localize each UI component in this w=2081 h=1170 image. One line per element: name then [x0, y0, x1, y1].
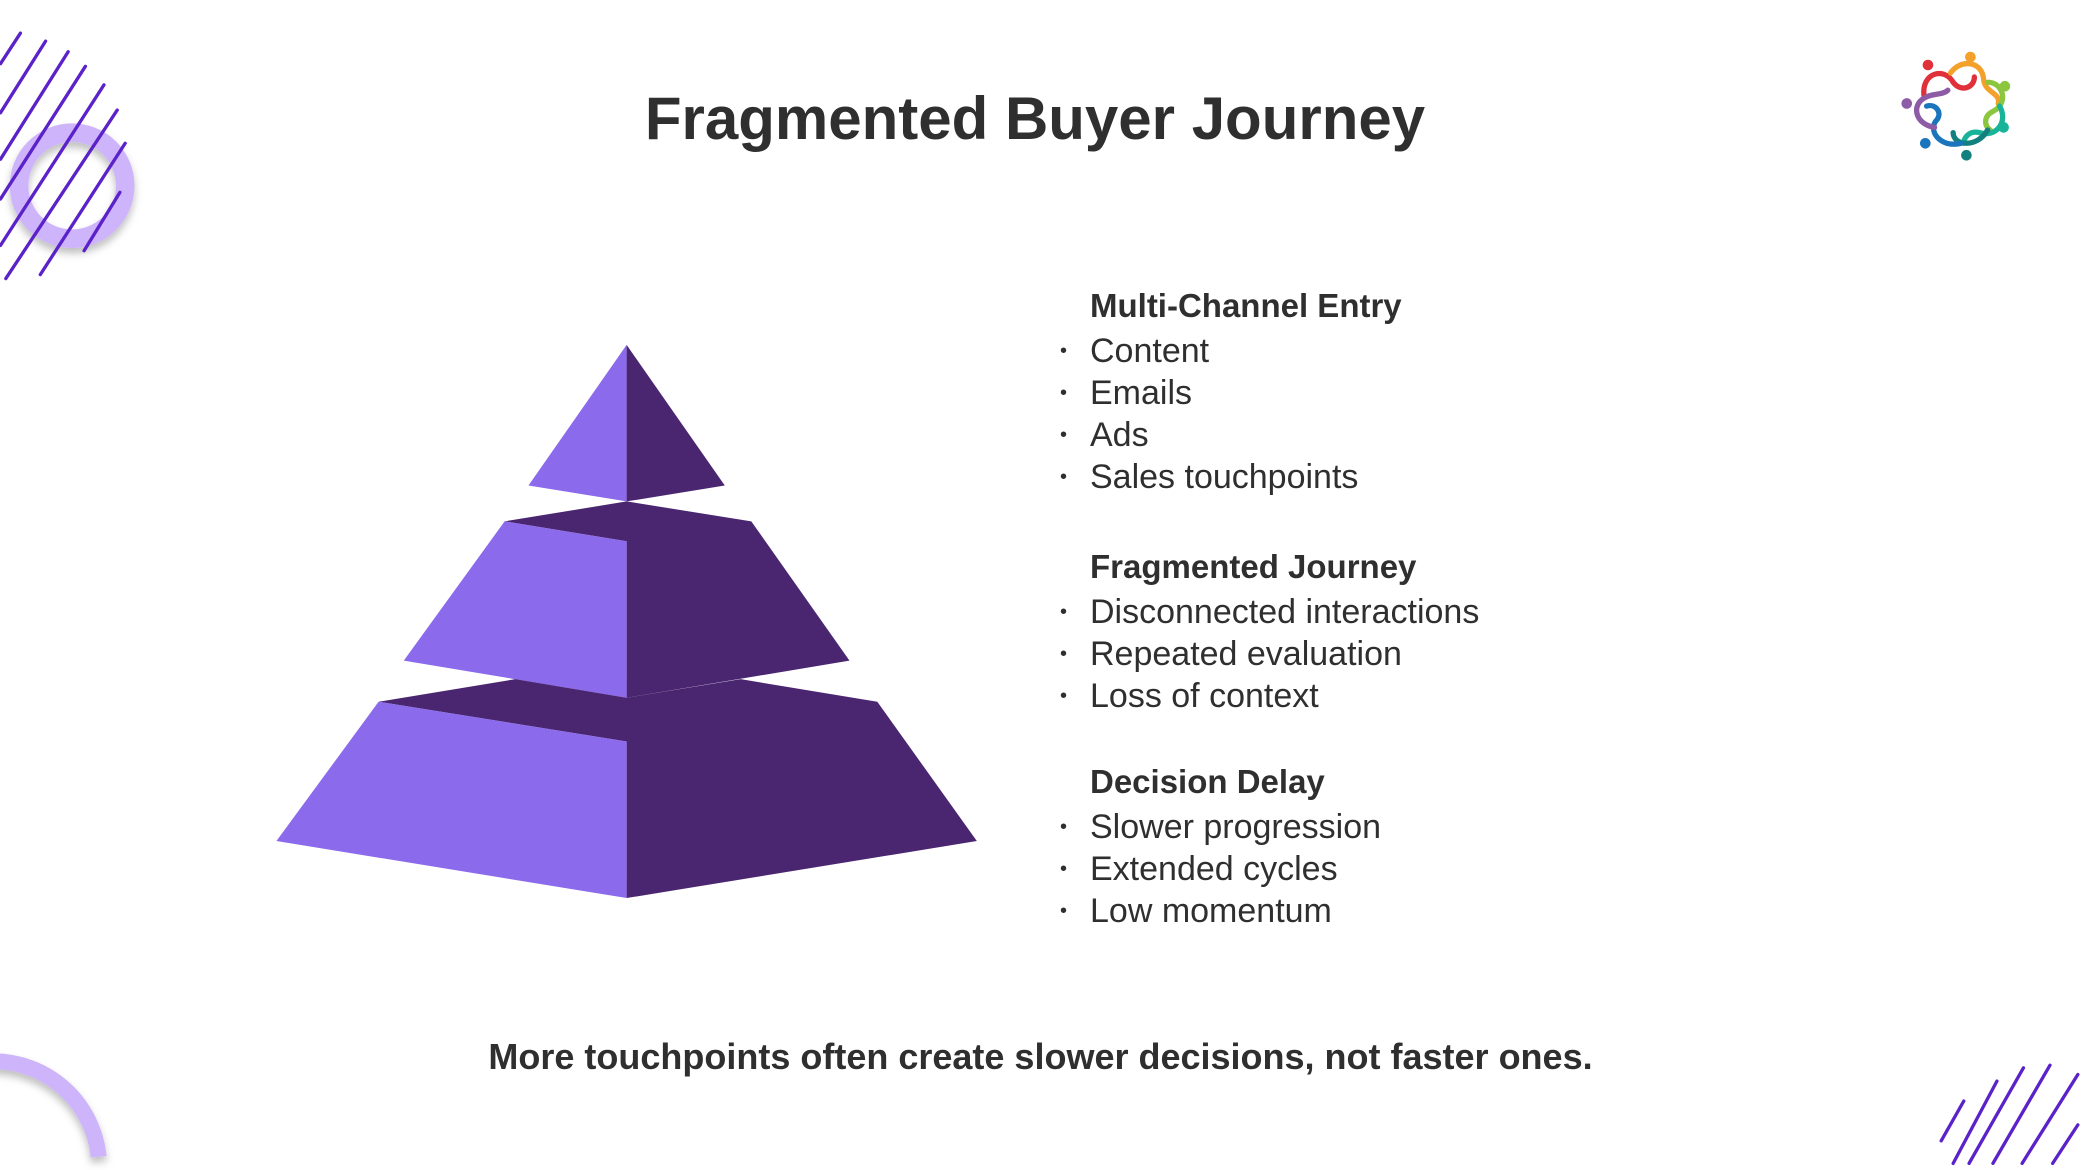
- pyramid-top-left-face: [528, 344, 627, 502]
- item-text: Low momentum: [1090, 892, 1332, 930]
- item-text: Repeated evaluation: [1090, 635, 1402, 673]
- item-text: Ads: [1090, 416, 1149, 454]
- bullet-icon: •: [1060, 424, 1068, 446]
- footer-tagline: More touchpoints often create slower dec…: [488, 1036, 1593, 1077]
- section-multi-channel-entry: Multi-Channel Entry • Content • Emails • Ad…: [1060, 282, 1402, 498]
- pyramid-top-right-face: [626, 344, 725, 502]
- section-decision-delay: Decision Delay • Slower progression • Exte…: [1060, 758, 1381, 932]
- bottom-left-decoration: [0, 1053, 107, 1158]
- pyramid-bottom-dark: [378, 679, 977, 899]
- list-item: • Emails: [1060, 372, 1402, 414]
- bullet-icon: •: [1060, 643, 1068, 665]
- list-item: • Slower progression: [1060, 806, 1381, 848]
- list-item: • Repeated evaluation: [1060, 633, 1479, 675]
- section-heading: Multi-Channel Entry: [1090, 287, 1402, 324]
- item-text: Emails: [1090, 374, 1193, 412]
- item-text: Sales touchpoints: [1090, 458, 1359, 496]
- bullet-icon: •: [1060, 382, 1068, 404]
- item-text: Disconnected interactions: [1090, 593, 1480, 631]
- section-fragmented-journey: Fragmented Journey • Disconnected interac…: [1060, 543, 1479, 717]
- list-item: • Extended cycles: [1060, 848, 1381, 890]
- list-item: • Low momentum: [1060, 890, 1381, 932]
- item-text: Content: [1090, 332, 1210, 370]
- list-item: • Ads: [1060, 414, 1402, 456]
- bullet-icon: •: [1060, 816, 1068, 838]
- slide-title: Fragmented Buyer Journey: [644, 85, 1426, 152]
- pyramid-middle-left-face: [403, 521, 627, 698]
- item-text: Loss of context: [1090, 677, 1319, 715]
- item-text: Slower progression: [1090, 808, 1382, 846]
- bullet-icon: •: [1060, 858, 1068, 880]
- pyramid: [276, 344, 977, 899]
- bullet-icon: •: [1060, 466, 1068, 488]
- bullet-icon: •: [1060, 601, 1068, 623]
- logo: [1901, 51, 2011, 161]
- bullet-icon: •: [1060, 900, 1068, 922]
- section-heading: Decision Delay: [1090, 763, 1325, 800]
- bottom-right-decoration: [1939, 1063, 2080, 1166]
- list-item: • Sales touchpoints: [1060, 456, 1402, 498]
- top-left-decoration: [0, 31, 135, 281]
- bullet-icon: •: [1060, 340, 1068, 362]
- pyramid-bottom-left-face: [276, 701, 627, 899]
- section-heading: Fragmented Journey: [1090, 548, 1417, 585]
- list-item: • Loss of context: [1060, 675, 1479, 717]
- bullet-icon: •: [1060, 685, 1068, 707]
- list-item: • Content: [1060, 330, 1402, 372]
- item-text: Extended cycles: [1090, 850, 1338, 888]
- list-item: • Disconnected interactions: [1060, 591, 1479, 633]
- pyramid-middle-dark: [504, 501, 850, 698]
